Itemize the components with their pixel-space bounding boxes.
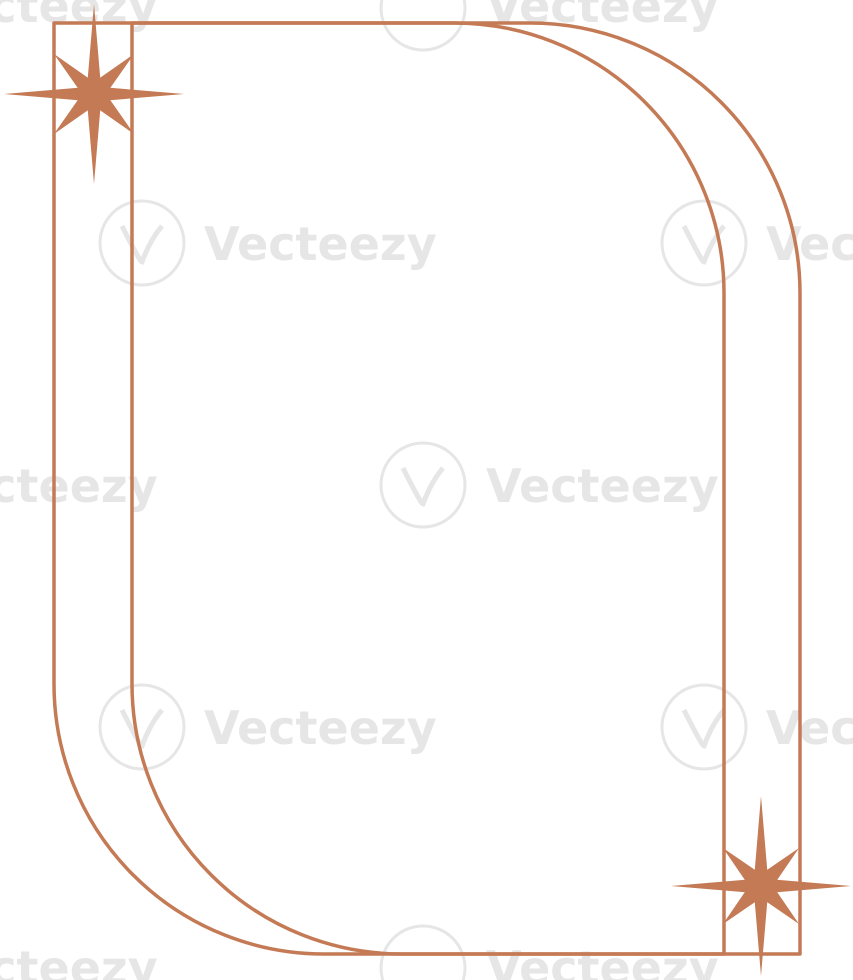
watermark-text: Vecteezy bbox=[204, 217, 437, 271]
watermark-text: Vecteezy bbox=[486, 941, 719, 980]
watermark-text: Vecteezy bbox=[486, 0, 719, 33]
watermark-logo-icon bbox=[660, 199, 748, 287]
watermark-text: Vecteezy bbox=[0, 0, 158, 33]
watermark-text: Vecteezy bbox=[486, 459, 719, 513]
watermark-text: Vecteezy bbox=[0, 459, 158, 513]
sparkle-star-icon bbox=[671, 796, 851, 976]
watermark-logo-icon bbox=[379, 0, 467, 52]
outer-frame-border bbox=[52, 21, 802, 956]
watermark-logo-icon bbox=[98, 683, 186, 771]
watermark-logo-icon bbox=[660, 683, 748, 771]
watermark-text: Vecteezy bbox=[204, 701, 437, 755]
watermark-logo-icon bbox=[379, 441, 467, 529]
sparkle-star-icon bbox=[4, 4, 184, 184]
watermark-text: Vecteezy bbox=[766, 217, 853, 271]
watermark-logo-icon bbox=[379, 924, 467, 980]
inner-frame-border bbox=[130, 21, 726, 956]
watermark-logo-icon bbox=[98, 199, 186, 287]
watermark-text: Vecteezy bbox=[0, 941, 158, 980]
watermark-text: Vecteezy bbox=[766, 701, 853, 755]
